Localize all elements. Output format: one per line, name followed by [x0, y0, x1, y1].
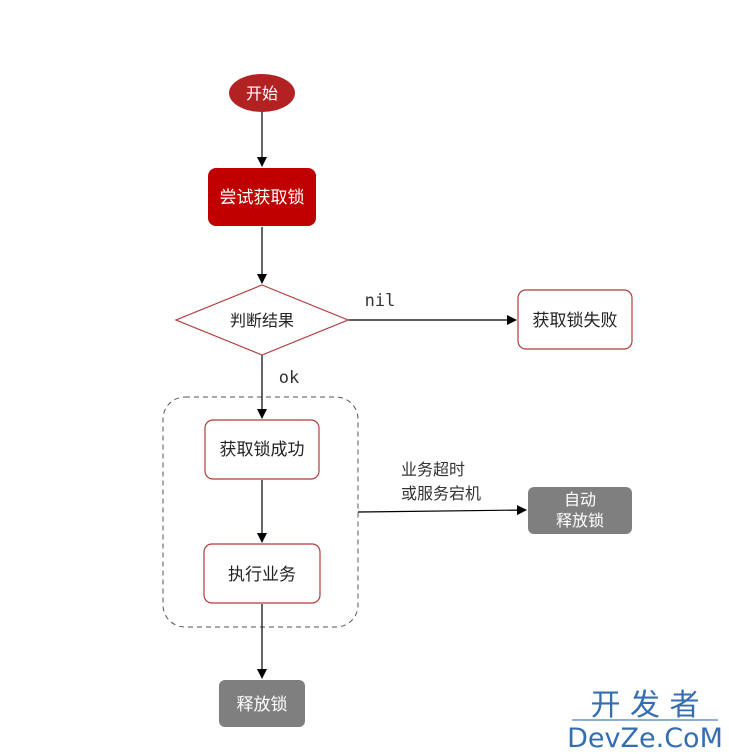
auto-release-label-line2: 释放锁	[556, 511, 604, 530]
edge-group-to-auto-release	[357, 505, 527, 516]
try-lock-node	[208, 168, 316, 226]
do-business-label: 执行业务	[228, 565, 296, 585]
start-node	[229, 74, 295, 112]
release-lock-label: 释放锁	[237, 695, 288, 715]
do-business-node	[203, 543, 321, 604]
check-result-label: 判断结果	[230, 311, 294, 330]
release-lock-node	[219, 680, 305, 727]
edge-label-ok: ok	[279, 368, 299, 388]
edge-label-nil: nil	[365, 291, 396, 311]
auto-release-node	[528, 487, 632, 534]
auto-release-label-line1: 自动	[564, 490, 596, 509]
edge-label-timeout-line2: 或服务宕机	[401, 484, 481, 503]
lock-fail-label: 获取锁失败	[533, 311, 618, 331]
check-result-decision	[174, 284, 350, 356]
start-node-label: 开始	[246, 84, 278, 103]
critical-section-group	[162, 396, 359, 628]
lock-success-label: 获取锁成功	[220, 440, 305, 460]
watermark-line1: 开 发 者	[590, 688, 699, 723]
lock-fail-node	[517, 289, 633, 350]
try-lock-node-label: 尝试获取锁	[220, 188, 305, 208]
watermark-line2: DevZe.CoM	[567, 723, 723, 754]
edge-label-timeout-line1: 业务超时	[401, 460, 465, 479]
lock-success-node	[204, 419, 320, 480]
